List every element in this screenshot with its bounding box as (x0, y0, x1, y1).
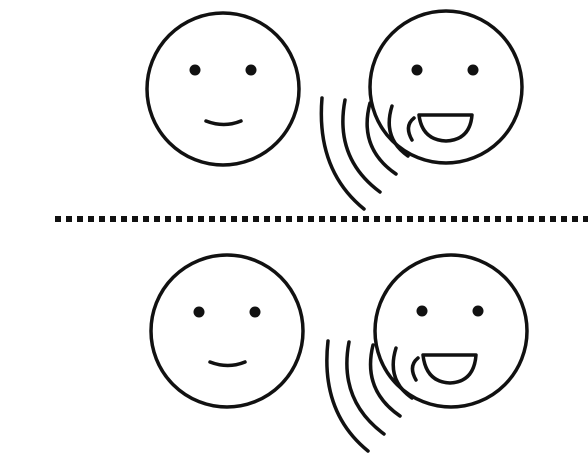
panel-bottom (151, 255, 527, 451)
panel-top (147, 11, 522, 209)
open-laughing-mouth (419, 115, 472, 141)
left-eye (190, 65, 201, 76)
right-eye (246, 65, 257, 76)
smile-mouth (210, 362, 245, 366)
right-eye (250, 307, 261, 318)
left-eye (417, 306, 428, 317)
sound-wave-1 (408, 118, 414, 140)
sound-waves-bottom (327, 341, 418, 451)
neutral-face-bottom (151, 255, 303, 407)
sound-wave-1 (412, 358, 418, 380)
left-eye (194, 307, 205, 318)
neutral-face-top (147, 13, 299, 165)
sound-waves-top (321, 98, 414, 209)
face-outline (151, 255, 303, 407)
left-eye (412, 65, 423, 76)
right-eye (473, 306, 484, 317)
sound-wave-2 (389, 106, 408, 156)
open-laughing-mouth (423, 355, 476, 383)
right-eye (468, 65, 479, 76)
sound-wave-2 (393, 348, 412, 398)
smile-mouth (206, 121, 241, 125)
face-outline (147, 13, 299, 165)
